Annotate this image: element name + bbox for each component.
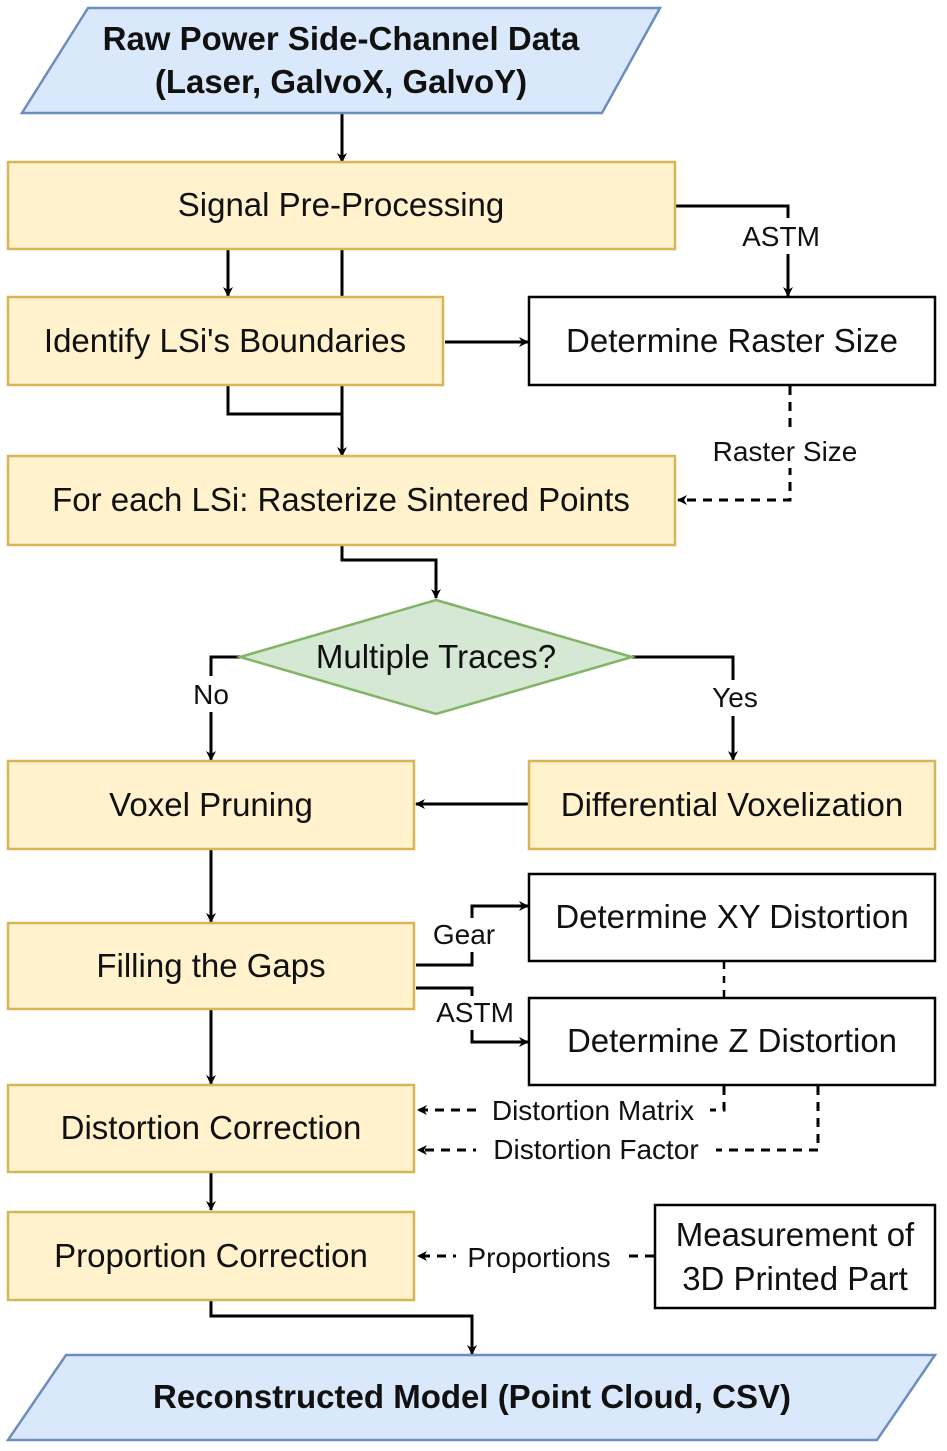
identify-box [6,295,445,387]
xy-distortion-label: Determine XY Distortion [555,898,908,935]
edge-distortion-factor [417,1086,820,1155]
edge-decision-yes [632,655,738,761]
rasterize-box [6,454,677,547]
diff-voxel-box [527,759,937,851]
edge-label-raster-size: Raster Size [713,436,858,467]
preprocess-box [6,160,677,251]
input-title: Raw Power Side-Channel Data [103,20,580,57]
edge-label-distortion-factor: Distortion Factor [493,1134,698,1165]
filling-box [6,921,416,1011]
edge-label-gear: Gear [433,919,495,950]
edge-label-no: No [193,679,229,710]
edge-label-astm-top: ASTM [742,221,820,252]
z-distortion-box [527,996,937,1087]
rasterize-label: For each LSi: Rasterize Sintered Points [52,481,630,518]
edge-identify-to-rasterize [226,386,342,416]
edge-label-proportions: Proportions [467,1242,610,1273]
edge-preprocess-to-raster-size [676,204,793,297]
measurement-box [653,1203,937,1310]
edge-label-distortion-matrix: Distortion Matrix [492,1095,694,1126]
measurement-line2: 3D Printed Part [682,1260,908,1297]
edge-decision-no [206,655,240,761]
voxel-pruning-box [6,759,416,851]
edge-label-astm-bottom: ASTM [436,997,514,1028]
z-distortion-label: Determine Z Distortion [567,1022,897,1059]
input-shape [19,6,663,115]
raster-size-box [527,295,937,387]
proportion-correction-box [6,1210,416,1302]
edge-raster-size-to-rasterize [677,386,792,505]
nodes: Raw Power Side-Channel Data (Laser, Galv… [5,6,938,1442]
edge-proportion-to-output [209,1301,477,1355]
voxel-pruning-label: Voxel Pruning [109,786,313,823]
distortion-correction-box [6,1083,416,1174]
raster-size-label: Determine Raster Size [566,322,898,359]
decision-shape [235,598,637,716]
filling-label: Filling the Gaps [96,947,325,984]
edge-rasterize-to-decision [340,546,441,599]
output-shape [5,1353,938,1442]
input-subtitle: (Laser, GalvoX, GalvoY) [155,63,527,100]
output-label: Reconstructed Model (Point Cloud, CSV) [153,1378,791,1415]
edge-label-yes: Yes [712,682,758,713]
edge-labels: ASTM Raster Size No Yes Gear ASTM Distor… [186,218,872,1274]
decision-label: Multiple Traces? [316,638,556,675]
proportion-correction-label: Proportion Correction [54,1237,368,1274]
xy-distortion-box [527,872,937,963]
identify-label: Identify LSi's Boundaries [44,322,406,359]
distortion-correction-label: Distortion Correction [61,1109,362,1146]
measurement-line1: Measurement of [676,1216,915,1253]
diff-voxel-label: Differential Voxelization [561,786,903,823]
preprocess-label: Signal Pre-Processing [178,186,505,223]
